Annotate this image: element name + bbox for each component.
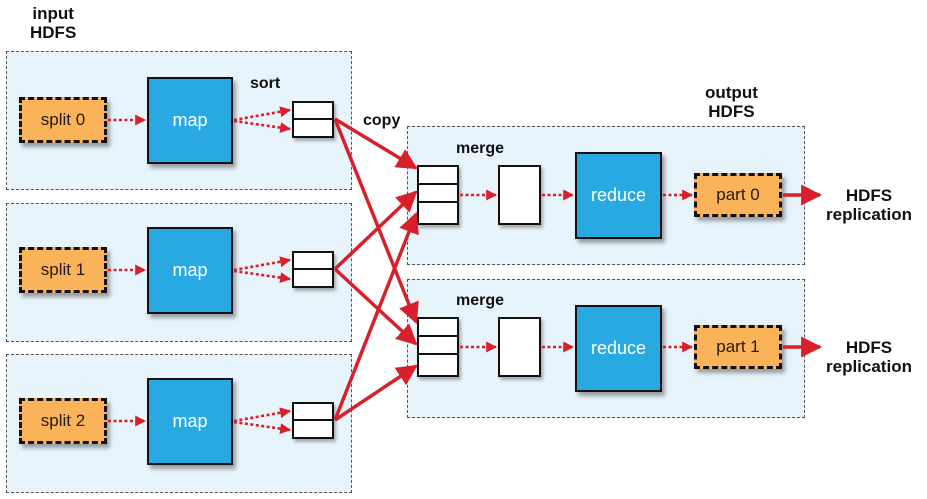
part-box: part 0 (694, 173, 782, 217)
part-label: part 1 (716, 337, 760, 356)
buffer-partition (294, 253, 332, 270)
split-box: split 0 (19, 97, 107, 143)
buffer-partition (419, 355, 457, 374)
sort-buffer (292, 402, 334, 439)
buffer-partition (294, 404, 332, 421)
map-label: map (172, 260, 208, 280)
merge-buffer (417, 317, 459, 377)
reduce-label: reduce (590, 338, 647, 358)
buffer-partition (419, 185, 457, 203)
buffer-partition (419, 167, 457, 185)
merge-label: merge (456, 292, 505, 309)
merge-buffer (417, 165, 459, 225)
hdfs-replication-label: HDFS replication (826, 186, 912, 224)
buffer-partition (294, 103, 332, 120)
sort-label: sort (250, 75, 281, 92)
map-box: map (147, 378, 233, 465)
hdfs-replication-label: HDFS replication (826, 338, 912, 376)
split-box: split 2 (19, 398, 107, 444)
reduce-box: reduce (575, 152, 662, 239)
copy-label: copy (363, 112, 401, 129)
replication-line1: HDFS (845, 338, 893, 357)
split-label: split 1 (40, 260, 86, 279)
merged-output-box (498, 317, 541, 377)
replication-line2: replication (826, 357, 912, 376)
buffer-partition (294, 270, 332, 285)
buffer-partition (419, 319, 457, 337)
buffer-partition (294, 120, 332, 135)
sort-buffer (292, 101, 334, 138)
merged-output-box (498, 165, 541, 225)
output-hdfs-label: output HDFS (705, 83, 758, 121)
split-box: split 1 (19, 247, 107, 293)
merge-label: merge (456, 140, 505, 157)
split-label: split 2 (40, 411, 86, 430)
map-label: map (172, 411, 208, 431)
sort-buffer (292, 251, 334, 288)
map-label: map (172, 110, 208, 130)
part-label: part 0 (716, 185, 760, 204)
replication-line1: HDFS (845, 186, 893, 205)
buffer-partition (294, 421, 332, 436)
split-label: split 0 (40, 110, 86, 129)
part-box: part 1 (694, 325, 782, 369)
replication-line2: replication (826, 205, 912, 224)
output-label-line2: HDFS (708, 102, 755, 121)
input-label-line2: HDFS (30, 23, 77, 42)
buffer-partition (419, 203, 457, 222)
map-box: map (147, 227, 233, 314)
output-label-line1: output (705, 83, 758, 102)
buffer-partition (419, 337, 457, 355)
input-hdfs-label: input HDFS (30, 4, 76, 42)
map-box: map (147, 77, 233, 164)
reduce-label: reduce (590, 185, 647, 205)
reduce-box: reduce (575, 305, 662, 392)
input-label-line1: input (32, 4, 74, 23)
